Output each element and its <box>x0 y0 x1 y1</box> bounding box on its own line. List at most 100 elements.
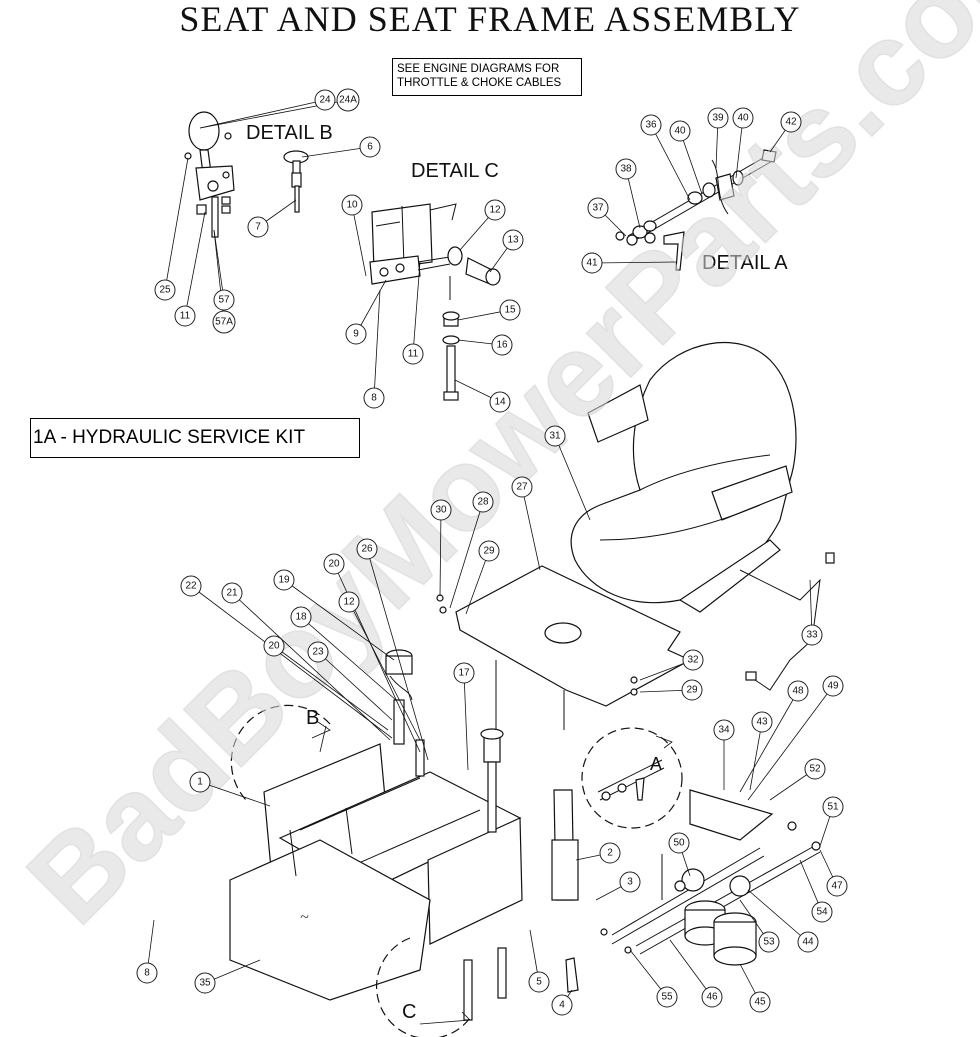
callout-bubble <box>180 575 202 597</box>
svg-text:~: ~ <box>300 909 309 926</box>
callout-bubble <box>599 842 621 864</box>
callout-40: 40 <box>732 107 754 129</box>
leader-line <box>465 550 490 615</box>
callout-bubble <box>787 680 809 702</box>
callout-number: 21 <box>226 588 238 599</box>
callout-57A: 57A <box>212 310 236 334</box>
detail-b-assembly <box>184 111 309 238</box>
callout-number: 28 <box>477 497 489 508</box>
callout-bubble <box>511 476 533 498</box>
callout-bubble <box>363 387 385 409</box>
callout-bubble <box>213 289 235 311</box>
callout-number: 22 <box>185 581 197 592</box>
callout-bubble <box>478 540 500 562</box>
callout-bubble <box>640 114 662 136</box>
engine-diagram-note: SEE ENGINE DIAGRAMS FOR THROTTLE & CHOKE… <box>392 58 582 96</box>
callout-52: 52 <box>804 758 826 780</box>
callout-29: 29 <box>681 679 703 701</box>
callout-38: 38 <box>615 158 637 180</box>
callout-number: 17 <box>458 668 470 679</box>
callout-number: 19 <box>278 575 290 586</box>
callout-bubble <box>338 591 360 613</box>
callout-28: 28 <box>472 491 494 513</box>
callout-bubble <box>751 711 773 733</box>
callout-number: 13 <box>507 235 519 246</box>
detail-c-label: DETAIL C <box>411 160 499 182</box>
callout-number: 53 <box>763 937 775 948</box>
callout-36: 36 <box>640 114 662 136</box>
callout-bubble <box>212 310 236 334</box>
callout-bubble <box>472 491 494 513</box>
callout-8: 8 <box>363 387 385 409</box>
callout-bubble <box>174 305 196 327</box>
callout-bubble <box>345 323 367 345</box>
leader-line <box>351 204 367 277</box>
callout-bubble <box>797 931 819 953</box>
callout-number: 16 <box>496 340 508 351</box>
callout-number: 34 <box>718 725 730 736</box>
callout-22: 22 <box>180 575 202 597</box>
callout-bubble <box>732 107 754 129</box>
callout-number: 43 <box>756 717 768 728</box>
callout-bubble <box>581 252 603 274</box>
callout-37: 37 <box>587 197 609 219</box>
callout-bubble <box>758 931 780 953</box>
callout-33: 33 <box>801 624 823 646</box>
leader-line <box>554 435 591 521</box>
callout-bubble <box>491 334 513 356</box>
seat-frame-drawing: ~ <box>229 743 523 1001</box>
callout-bubble <box>749 991 771 1013</box>
leader-line <box>439 509 442 597</box>
callout-1: 1 <box>189 771 211 793</box>
leader-line <box>747 685 834 801</box>
callout-number: 30 <box>435 505 447 516</box>
callout-24A: 24A <box>336 88 360 112</box>
leader-line <box>231 592 391 741</box>
callout-47: 47 <box>826 875 848 897</box>
detail-a-marker: A <box>650 754 662 774</box>
callout-bubble <box>247 216 269 238</box>
callout-number: 35 <box>199 978 211 989</box>
callout-bubble <box>713 719 735 741</box>
callout-bubble <box>323 553 345 575</box>
callout-51: 51 <box>822 796 844 818</box>
callout-bubble <box>707 107 729 129</box>
callout-53: 53 <box>758 931 780 953</box>
callout-3: 3 <box>619 871 641 893</box>
callout-8: 8 <box>136 962 158 984</box>
leader-line <box>184 211 206 317</box>
callout-bubble <box>619 871 641 893</box>
callout-bubble <box>656 986 678 1008</box>
callout-29: 29 <box>478 540 500 562</box>
callout-number: 57A <box>215 317 233 328</box>
callout-54: 54 <box>811 901 833 923</box>
seat-wire-harness <box>739 552 835 691</box>
callout-6: 6 <box>359 136 381 158</box>
callout-10: 10 <box>341 194 363 216</box>
callout-12: 12 <box>338 591 360 613</box>
callout-21: 21 <box>221 582 243 604</box>
callout-57: 57 <box>213 289 235 311</box>
callout-number: 45 <box>754 997 766 1008</box>
callout-30: 30 <box>430 499 452 521</box>
callout-number: 6 <box>367 142 373 153</box>
leader-line <box>463 672 469 771</box>
callout-bubble <box>502 229 524 251</box>
callout-bubble <box>307 641 329 663</box>
callout-number: 8 <box>371 393 377 404</box>
leader-line <box>739 690 799 793</box>
callout-bubble <box>811 901 833 923</box>
callout-bubble <box>484 199 506 221</box>
callout-number: 32 <box>687 655 699 666</box>
callout-number: 20 <box>328 559 340 570</box>
callout-bubble <box>314 89 336 111</box>
callout-41: 41 <box>581 252 603 274</box>
callout-number: 33 <box>806 630 818 641</box>
callout-bubble <box>356 538 378 560</box>
callout-4: 4 <box>551 994 573 1016</box>
callout-bubble <box>682 649 704 671</box>
leader-line <box>412 261 421 355</box>
